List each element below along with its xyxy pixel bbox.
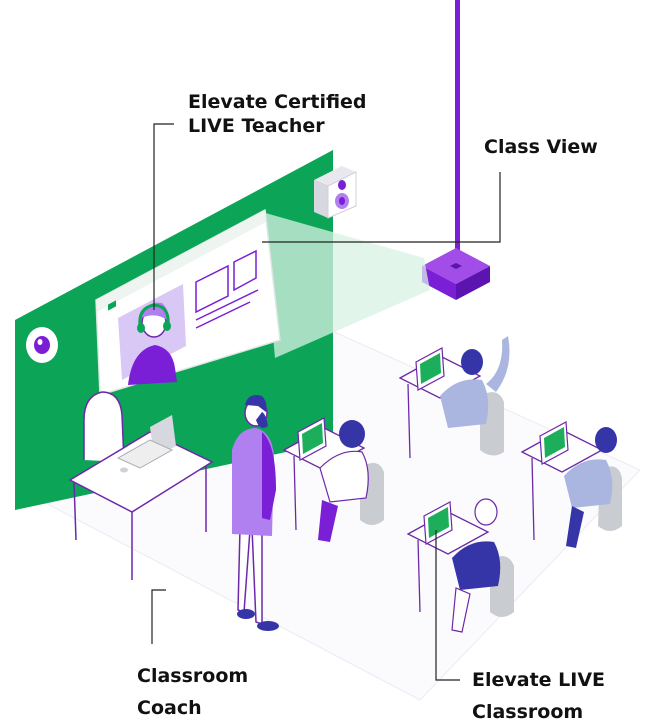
teacher-callout-line bbox=[153, 123, 174, 310]
classroom-label-line2: Classroom bbox=[472, 701, 584, 723]
camera-icon bbox=[26, 327, 58, 363]
teacher-label-line1: Elevate Certified bbox=[188, 91, 367, 113]
class-view-label: Class View bbox=[484, 135, 598, 159]
coach-label-line1: Classroom bbox=[137, 665, 249, 687]
teacher-label: Elevate Certified LIVE Teacher bbox=[188, 90, 367, 138]
coach-label: Classroom Coach bbox=[137, 660, 248, 724]
classroom-label: Elevate LIVE Classroom bbox=[472, 664, 605, 728]
callout-lines bbox=[151, 123, 501, 681]
classroom-coach bbox=[232, 395, 279, 631]
projector-icon bbox=[422, 248, 490, 300]
class-view-label-line1: Class View bbox=[484, 136, 598, 158]
coach-callout-line bbox=[151, 589, 166, 644]
classroom-label-line1: Elevate LIVE bbox=[472, 669, 606, 691]
teacher-label-line2: LIVE Teacher bbox=[188, 115, 325, 137]
student-laptops bbox=[297, 347, 569, 545]
classroom-callout-line bbox=[435, 530, 460, 681]
class-view-callout-line bbox=[262, 172, 501, 243]
students bbox=[318, 336, 617, 633]
projector-beam bbox=[262, 212, 430, 358]
class-view-screen bbox=[95, 208, 281, 397]
coach-label-line2: Coach bbox=[137, 697, 202, 719]
projector-pole bbox=[455, 0, 460, 262]
speaker-icon bbox=[314, 166, 357, 219]
teacher-avatar bbox=[128, 302, 177, 385]
teacher-desk bbox=[68, 391, 214, 580]
